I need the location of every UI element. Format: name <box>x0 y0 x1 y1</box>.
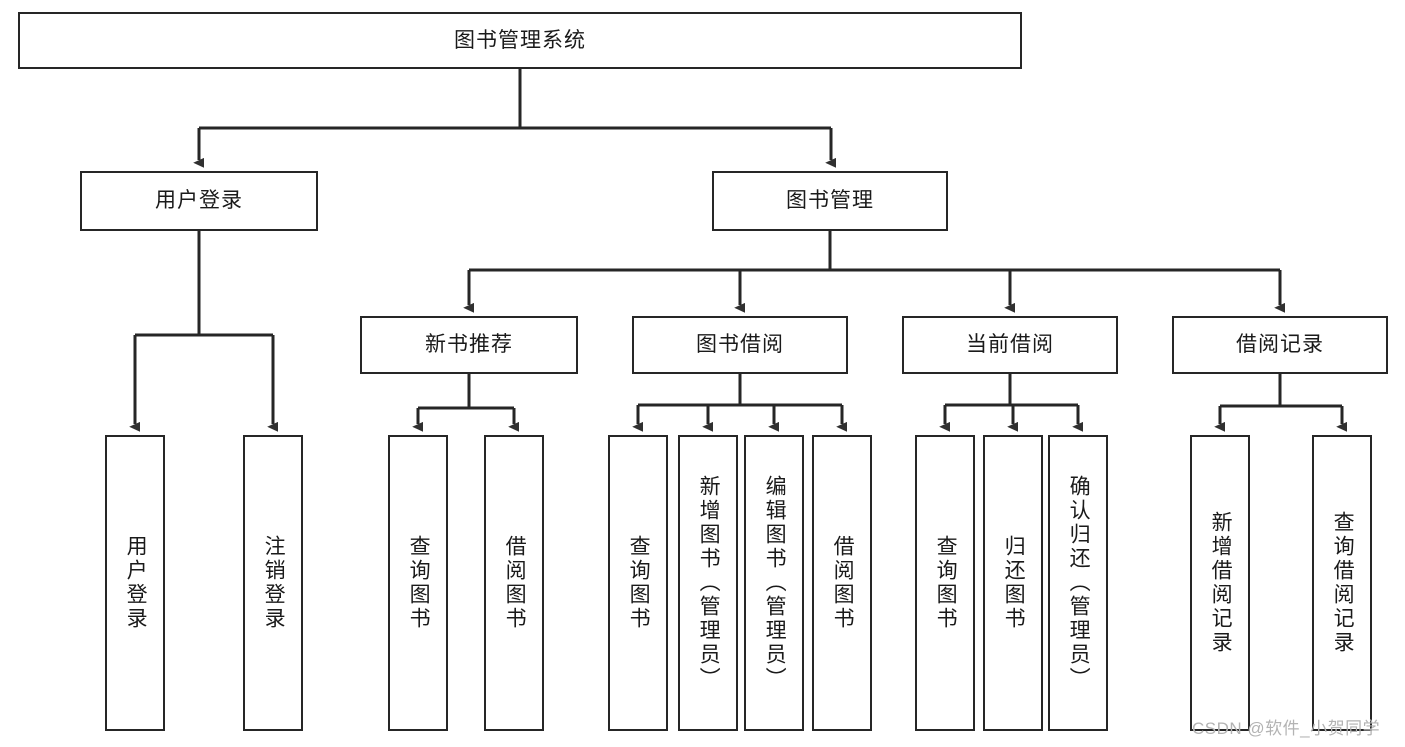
leaf-logout-label: 注销登录 <box>262 535 286 631</box>
node-current-borrow[interactable]: 当前借阅 <box>902 316 1118 374</box>
leaf-query-book-current[interactable]: 查询图书 <box>915 435 975 731</box>
leaf-user-login[interactable]: 用户登录 <box>105 435 165 731</box>
node-user-login-label: 用户登录 <box>155 189 243 213</box>
node-book-borrow[interactable]: 图书借阅 <box>632 316 848 374</box>
leaf-confirm-return-admin-label: 确认归还（管理员） <box>1067 475 1091 691</box>
leaf-add-book-admin-label: 新增图书（管理员） <box>697 475 721 691</box>
node-borrow-record-label: 借阅记录 <box>1236 333 1324 357</box>
node-book-management[interactable]: 图书管理 <box>712 171 948 231</box>
leaf-query-borrow-record-label: 查询借阅记录 <box>1331 511 1355 655</box>
node-borrow-record[interactable]: 借阅记录 <box>1172 316 1388 374</box>
node-new-book-recommend[interactable]: 新书推荐 <box>360 316 578 374</box>
node-user-login[interactable]: 用户登录 <box>80 171 318 231</box>
leaf-add-book-admin[interactable]: 新增图书（管理员） <box>678 435 738 731</box>
node-root-label: 图书管理系统 <box>454 28 586 52</box>
leaf-query-book-newbook-label: 查询图书 <box>407 535 431 631</box>
node-current-borrow-label: 当前借阅 <box>966 333 1054 357</box>
leaf-borrow-book-label: 借阅图书 <box>831 535 855 631</box>
node-new-book-recommend-label: 新书推荐 <box>425 333 513 357</box>
node-book-management-label: 图书管理 <box>786 189 874 213</box>
leaf-borrow-book-newbook-label: 借阅图书 <box>503 535 527 631</box>
leaf-query-book-current-label: 查询图书 <box>934 535 958 631</box>
csdn-watermark: CSDN @软件_小贺同学 <box>1192 719 1381 738</box>
leaf-add-borrow-record-label: 新增借阅记录 <box>1209 511 1233 655</box>
leaf-query-book-borrow-label: 查询图书 <box>627 535 651 631</box>
leaf-query-book-newbook[interactable]: 查询图书 <box>388 435 448 731</box>
leaf-query-borrow-record[interactable]: 查询借阅记录 <box>1312 435 1372 731</box>
node-root[interactable]: 图书管理系统 <box>18 12 1022 69</box>
leaf-borrow-book-newbook[interactable]: 借阅图书 <box>484 435 544 731</box>
leaf-edit-book-admin[interactable]: 编辑图书（管理员） <box>744 435 804 731</box>
leaf-return-book[interactable]: 归还图书 <box>983 435 1043 731</box>
leaf-borrow-book[interactable]: 借阅图书 <box>812 435 872 731</box>
leaf-add-borrow-record[interactable]: 新增借阅记录 <box>1190 435 1250 731</box>
leaf-logout[interactable]: 注销登录 <box>243 435 303 731</box>
leaf-confirm-return-admin[interactable]: 确认归还（管理员） <box>1048 435 1108 731</box>
leaf-return-book-label: 归还图书 <box>1002 535 1026 631</box>
leaf-query-book-borrow[interactable]: 查询图书 <box>608 435 668 731</box>
leaf-user-login-label: 用户登录 <box>124 535 148 631</box>
leaf-edit-book-admin-label: 编辑图书（管理员） <box>763 475 787 691</box>
node-book-borrow-label: 图书借阅 <box>696 333 784 357</box>
